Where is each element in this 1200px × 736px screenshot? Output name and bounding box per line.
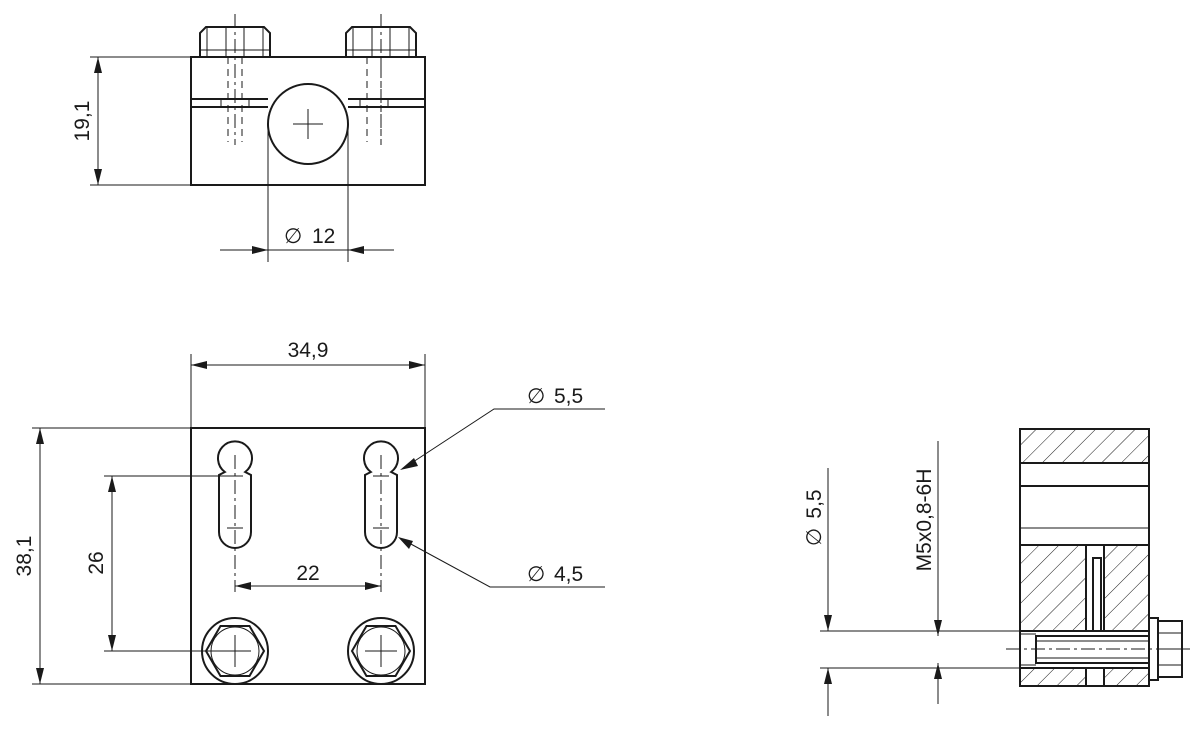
dim-slot-pitch: 26 bbox=[85, 551, 108, 574]
front-view: 34,9 38,1 26 22 ∅ 5,5 ∅ 4,5 bbox=[13, 339, 605, 685]
side-block-outline bbox=[1019, 428, 1150, 687]
side-section-view: ∅ 5,5 M5x0,8-6H bbox=[803, 428, 1190, 716]
dim-side-hole-diameter-symbol: ∅ bbox=[803, 528, 826, 546]
callout-slot-wide-value: 5,5 bbox=[554, 385, 583, 408]
front-clamp-body bbox=[190, 427, 426, 685]
callout-slot-narrow-diameter: ∅ 4,5 bbox=[527, 563, 583, 586]
callout-slot-wide-diameter: ∅ 5,5 bbox=[527, 385, 583, 408]
dim-tube-diameter: ∅ 12 bbox=[284, 225, 335, 248]
keyhole-slot-left bbox=[217, 440, 253, 549]
dim-bolt-spacing: 22 bbox=[296, 562, 319, 585]
dim-top-height: 19,1 bbox=[71, 101, 94, 142]
dim-thread-spec: M5x0,8-6H bbox=[913, 469, 936, 572]
diameter-symbol: ∅ bbox=[284, 225, 302, 248]
diameter-symbol: ∅ bbox=[527, 385, 545, 408]
top-clamp-body bbox=[190, 56, 426, 186]
diameter-symbol: ∅ bbox=[527, 563, 545, 586]
hex-bolt-right bbox=[347, 617, 415, 685]
callout-slot-narrow-value: 4,5 bbox=[554, 563, 583, 586]
dim-side-hole-diameter: 5,5 bbox=[803, 489, 826, 518]
dim-block-height: 38,1 bbox=[13, 536, 36, 577]
dim-tube-diameter-value: 12 bbox=[312, 225, 335, 248]
top-view: 19,1 ∅ 12 bbox=[71, 14, 426, 262]
dim-block-width: 34,9 bbox=[288, 339, 329, 362]
keyhole-slot-right bbox=[363, 440, 399, 549]
